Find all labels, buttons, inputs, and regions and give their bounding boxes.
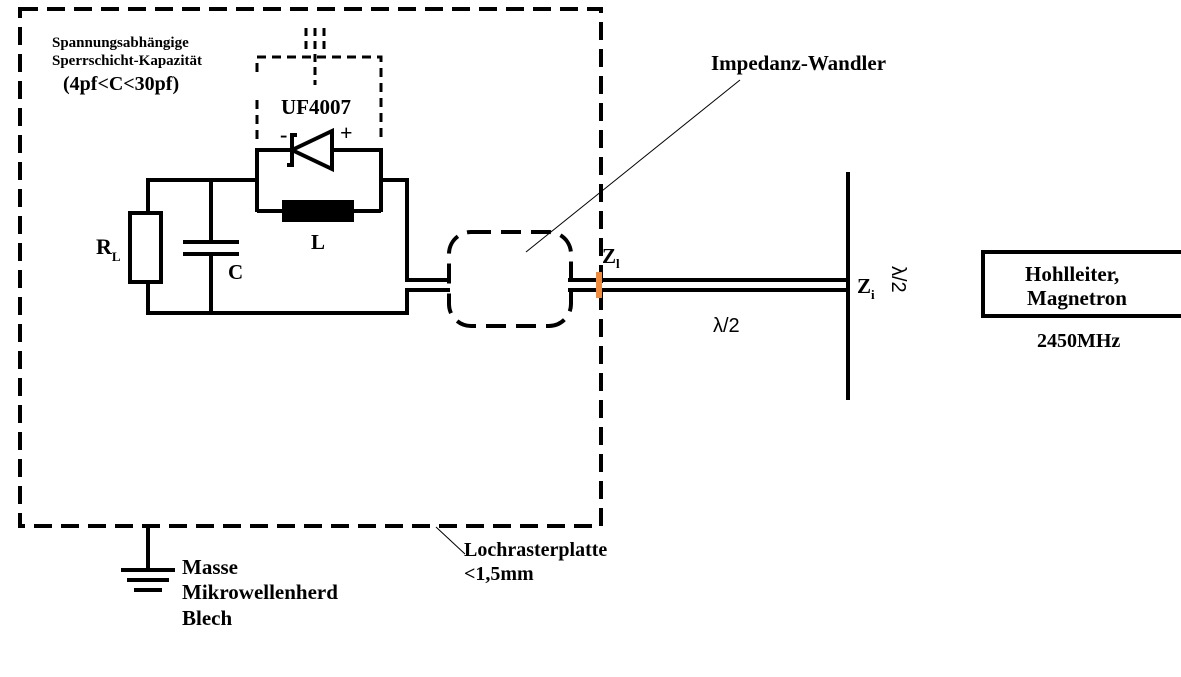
ground-label-line3: Blech: [182, 606, 232, 630]
board-boundary: [18, 7, 603, 528]
capacitor-symbol: [183, 240, 239, 256]
half-wave-horizontal-label: λ/2: [713, 315, 740, 337]
transmission-line: [568, 278, 848, 292]
zi-label: Zi: [857, 274, 875, 302]
frequency-label: 2450MHz: [1037, 330, 1120, 352]
diode-plus-label: +: [340, 120, 353, 145]
zi-label-main: Z: [857, 274, 871, 298]
resistor-label-main: R: [96, 234, 113, 259]
board-label-line2: <1,5mm: [464, 563, 534, 585]
waveguide-symbol: [981, 250, 1181, 318]
impedance-converter-label: Impedanz-Wandler: [711, 51, 886, 75]
board-label-line1: Lochrasterplatte: [464, 539, 607, 561]
inductor-symbol: [282, 200, 354, 222]
impedance-converter-leader: [525, 79, 741, 253]
resistor-symbol: [128, 211, 163, 284]
capacitor-label: C: [228, 260, 243, 284]
board-leader: [435, 526, 466, 555]
z1-label-main: Z: [602, 244, 616, 268]
diode-name-label: UF4007: [281, 95, 351, 119]
rc-circuit-wires: [146, 178, 450, 315]
varactor-range-label: (4pf<C<30pf): [63, 73, 179, 95]
z1-label-sub: l: [616, 256, 620, 271]
diode-symbol: [287, 127, 334, 173]
waveguide-label-line1: Hohlleiter,: [1025, 262, 1119, 286]
ground-label-line2: Mikrowellenherd: [182, 580, 338, 604]
varactor-title-line2: Sperrschicht-Kapazität: [52, 53, 202, 69]
diode-minus-label: -: [280, 122, 287, 147]
ground-symbol: [121, 526, 175, 592]
inductor-label: L: [311, 230, 325, 254]
ground-label-line1: Masse: [182, 555, 238, 579]
port-marker: [596, 272, 602, 298]
zi-label-sub: i: [871, 287, 875, 302]
varactor-title-line1: Spannungsabhängige: [52, 35, 189, 51]
resistor-label: RL: [96, 234, 121, 264]
resistor-label-sub: L: [112, 249, 121, 264]
waveguide-label-line2: Magnetron: [1027, 286, 1127, 310]
half-wave-vertical-label: λ/2: [887, 266, 909, 293]
varactor-box: [255, 28, 383, 145]
impedance-converter-box: [447, 230, 573, 328]
z1-label: Zl: [602, 244, 620, 271]
